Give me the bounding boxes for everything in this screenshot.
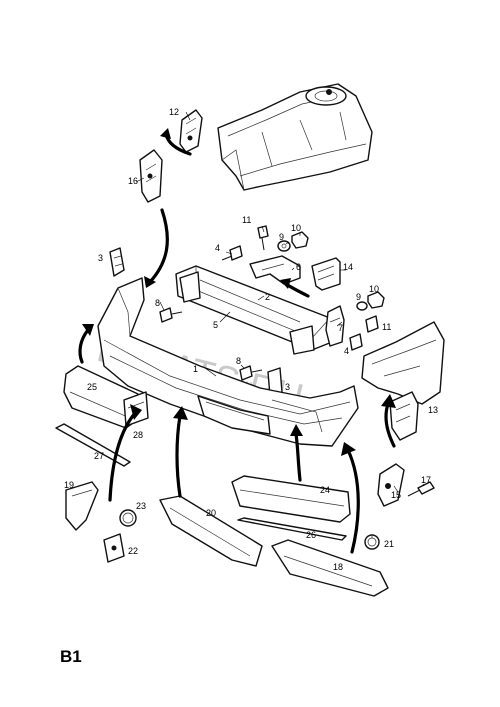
callout-2: 2 [265,292,270,302]
callout-10-top: 10 [291,223,301,233]
callout-9-top: 9 [279,232,284,242]
bracket-12 [179,109,203,153]
bolt-11-top [257,225,269,251]
callout-13: 13 [428,405,438,415]
callout-1: 1 [193,364,198,374]
callout-8-center: 8 [236,356,241,366]
washer-9-right [356,301,368,311]
leader-lines [135,111,425,538]
callout-25: 25 [87,382,97,392]
body-panel [217,83,373,191]
nut-10-right [367,291,385,309]
callout-labels: 12 16 11 9 10 4 3 6 14 2 9 10 8 5 7 11 4… [64,107,438,572]
arrow-20 [173,406,188,498]
callout-23: 23 [136,501,146,511]
callout-7: 7 [338,323,343,333]
bolt-8-left [159,307,183,323]
page-code: B1 [60,647,82,666]
bracket-15 [377,463,405,507]
corner-cap-19 [65,481,99,531]
moulding-27 [55,423,131,467]
callout-14: 14 [343,262,353,272]
nut-10-top [291,231,309,249]
bracket-22 [103,533,125,563]
callout-12: 12 [169,107,179,117]
callout-27: 27 [94,451,104,461]
bolt-8-center [239,365,263,381]
callout-3-center: 3 [285,382,290,392]
callout-17: 17 [421,475,431,485]
callout-5: 5 [213,320,218,330]
callout-4-top: 4 [215,243,220,253]
bolt-4-right [349,333,363,351]
arch-panel-17 [361,321,445,405]
ring-23 [119,509,137,527]
arrow-25 [78,324,94,364]
bolt-4-top [221,245,243,261]
bracket-7 [325,305,345,347]
strip-26 [237,517,347,541]
arrow-13 [381,394,396,448]
slide-bracket-3-left [109,247,125,277]
bracket-16 [139,149,163,203]
bracket-13 [389,391,419,441]
callout-28: 28 [133,430,143,440]
support-bracket-6 [249,255,301,285]
callout-26: 26 [306,530,316,540]
callout-15: 15 [391,490,401,500]
arrow-24 [290,424,303,482]
callout-24: 24 [320,485,330,495]
arrow-28 [108,404,142,502]
arrow-14 [280,278,310,298]
clip-17 [407,481,435,497]
callout-10-right: 10 [369,284,379,294]
callout-20: 20 [206,508,216,518]
bumper-cover-1 [97,277,359,447]
callout-11-right: 11 [382,322,391,332]
trim-panel-24 [231,475,351,523]
arrow-12 [160,128,192,156]
arrow-18 [341,442,360,554]
callout-6: 6 [296,262,301,272]
bracket-14 [311,257,341,291]
callout-16: 16 [128,176,138,186]
callout-8-left: 8 [155,298,160,308]
callout-4-right: 4 [344,346,349,356]
callout-22: 22 [128,546,138,556]
callout-18: 18 [333,562,343,572]
callout-11-top: 11 [242,215,251,225]
bolt-11-right [365,315,379,333]
arrow-16 [144,208,169,288]
callout-19: 19 [64,480,74,490]
callout-21: 21 [384,539,394,549]
callout-9-right: 9 [356,292,361,302]
callout-3-left: 3 [98,253,103,263]
reinforcement-beam-5 [175,265,333,355]
spoiler-18 [271,539,389,597]
